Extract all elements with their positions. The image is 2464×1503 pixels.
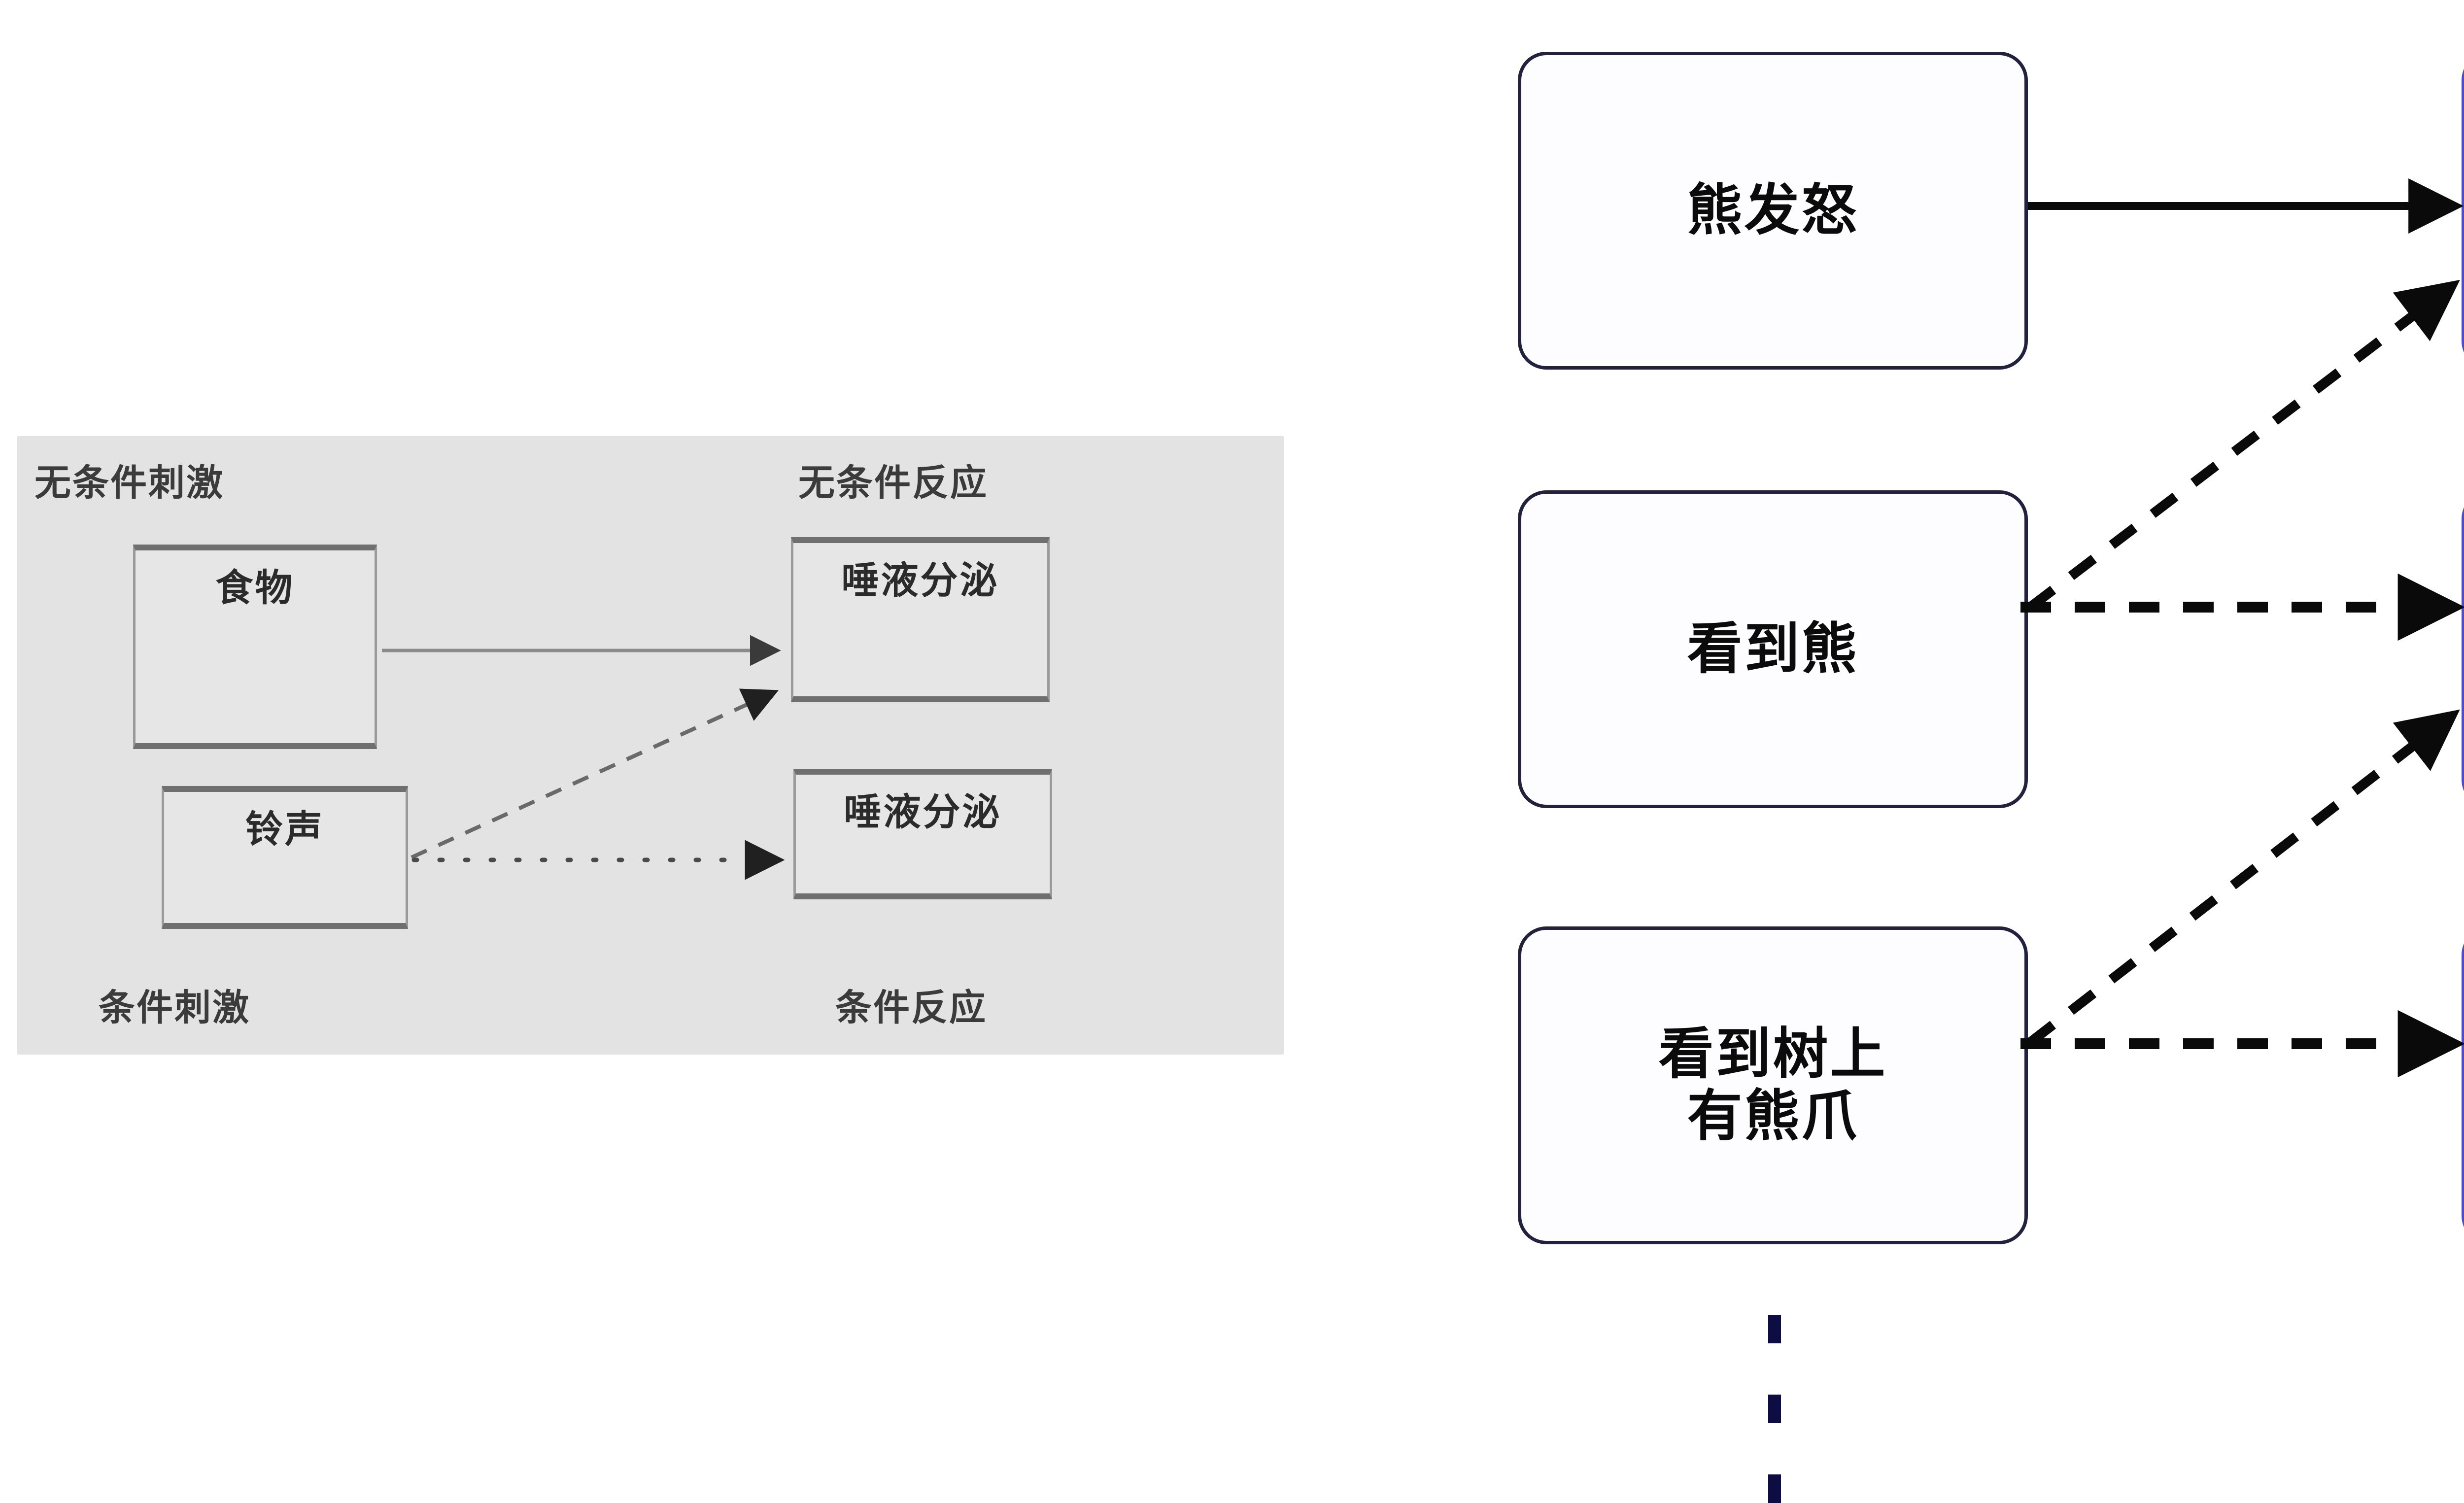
caption-conditioned-stimulus: 条件刺激 xyxy=(99,987,250,1029)
rl-box-v-s[interactable]: V(s) xyxy=(2462,926,2464,1244)
ellipsis-states xyxy=(1768,1315,1781,1503)
edge-see-claw-to-v-s-next xyxy=(2027,709,2460,1046)
ellipsis-dot xyxy=(1768,1315,1781,1343)
arrow-bell-to-salivation-unconditioned xyxy=(411,688,779,859)
edge-see-bear-to-reward xyxy=(2027,279,2460,611)
classical-conditioning-panel: 无条件刺激 无条件反应 条件刺激 条件反应 食物 铃声 唾液分泌 唾液分泌 xyxy=(17,436,1284,1055)
caption-conditioned-response: 条件反应 xyxy=(835,987,987,1029)
caption-unconditioned-response: 无条件反应 xyxy=(798,462,988,504)
ellipsis-dot xyxy=(1768,1474,1781,1503)
rl-value-diagram: 熊发怒 看到熊 看到树上 有熊爪 奖励 V(s′) V(s) xyxy=(1454,0,2464,1503)
cc-box-salivation-unconditioned-label: 唾液分泌 xyxy=(841,558,999,602)
rl-box-see-claw-label-line2: 有熊爪 xyxy=(1687,1084,1859,1148)
classical-panel-arrows xyxy=(382,635,785,880)
rl-box-reward[interactable]: 奖励 xyxy=(2462,52,2464,370)
cc-box-bell-label: 铃声 xyxy=(245,807,324,851)
cc-box-salivation-conditioned-label: 唾液分泌 xyxy=(844,790,1002,834)
rl-box-see-bear-label: 看到熊 xyxy=(1687,616,1859,681)
rl-box-see-bear[interactable]: 看到熊 xyxy=(1518,490,2028,808)
cc-box-food: 食物 xyxy=(133,545,377,749)
cc-box-salivation-conditioned: 唾液分泌 xyxy=(793,769,1052,899)
rl-box-v-s-next[interactable]: V(s′) xyxy=(2462,490,2464,808)
cc-box-food-label: 食物 xyxy=(215,566,295,610)
cc-box-salivation-unconditioned: 唾液分泌 xyxy=(791,537,1050,702)
rl-box-bear-angry[interactable]: 熊发怒 xyxy=(1518,52,2028,370)
cc-box-bell: 铃声 xyxy=(162,786,408,929)
rl-box-see-claw[interactable]: 看到树上 有熊爪 xyxy=(1518,926,2028,1244)
rl-box-bear-angry-label: 熊发怒 xyxy=(1687,178,1859,242)
rl-box-see-claw-label-line1: 看到树上 xyxy=(1658,1022,1887,1087)
ellipsis-dot xyxy=(1768,1395,1781,1423)
caption-unconditioned-stimulus: 无条件刺激 xyxy=(34,462,224,504)
